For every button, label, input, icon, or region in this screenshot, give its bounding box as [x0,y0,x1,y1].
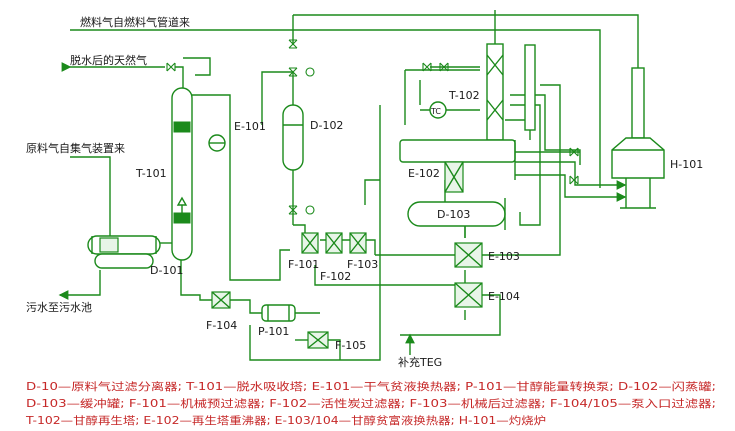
valve-fuel-a [569,147,579,157]
overhead-vent-line [293,14,639,150]
tag-t102: T-102 [448,89,480,102]
tag-f103: F-103 [347,258,378,271]
rich-teg-to-d102 [261,71,293,125]
label-sewage-out: 污水至污水池 [26,301,92,314]
d101-filter-element [99,237,119,253]
tag-p101: P-101 [258,325,289,338]
f102-x [325,232,343,254]
valve-d102-out [288,205,298,215]
h101-incinerator [611,67,665,209]
tag-d103: D-103 [437,208,470,221]
e104-exchanger [454,282,483,308]
f105-filter [307,331,329,349]
d101-body [87,235,161,255]
tag-f102: F-102 [320,270,351,283]
label-fuel-gas-in: 燃料气自燃料气管道来 [80,15,190,29]
t102-packing-2 [486,99,504,121]
filter-bank [301,232,367,254]
f105-loop [328,339,341,360]
tag-f101: F-101 [288,258,319,271]
tag-t101: T-101 [135,167,167,180]
e104-out [400,294,501,336]
tag-f105: F-105 [335,339,366,352]
legend-line-2: D-103—缓冲罐; F-101—机械预过滤器; F-102—活性炭过滤器; F… [26,397,716,410]
stream-labels: 燃料气自燃料气管道来 脱水后的天然气 原料气自集气装置来 污水至污水池 补充TE… [26,15,442,369]
p101-pump [261,304,296,322]
e102-to-h101-a [515,161,627,190]
t101-packing-bottom [173,212,191,224]
filter-bypass [314,265,455,286]
valve-d102-actuator [305,67,315,77]
tag-f104: F-104 [206,319,237,332]
lean-teg-to-t101 [229,143,290,281]
f105-x [307,331,329,349]
valve-fuel-b [569,175,579,185]
t101-packing-top [173,121,191,133]
valve-t102-top [422,62,432,72]
t102-packing-1 [486,54,504,76]
dry-gas-bypass [183,57,211,76]
h101-stack [631,67,645,139]
label-dry-gas-out: 脱水后的天然气 [70,53,147,67]
h101-hood [611,137,665,179]
e103-x [454,242,483,268]
e102-firebox-x [444,161,464,193]
tag-d101: D-101 [150,264,183,277]
tag-d102: D-102 [310,119,343,132]
tc-circle [429,101,447,119]
t101-absorber [171,87,193,261]
tc-controller [429,101,447,119]
f104-x [211,291,231,309]
tag-e103: E-103 [488,250,520,263]
valve-t102-reflux [439,62,449,72]
f103-x [349,232,367,254]
legend-line-1: D-10—原料气过滤分离器; T-101—脱水吸收塔; E-101—干气贫液换热… [26,380,716,393]
t102-regenerator [486,43,536,141]
valve-dry-gas [166,62,176,72]
d102-shell [282,104,304,171]
d101-separator [87,235,161,269]
valves [166,39,579,215]
valve-d102-in [288,67,298,77]
f104-filter [211,291,231,309]
d101-lower [94,253,154,269]
e101-exchanger [208,134,226,152]
label-feed-gas-in: 原料气自集气装置来 [26,141,125,155]
d102-flash-drum [282,104,304,171]
d103-surge-drum [407,198,506,230]
sewage-line [58,270,101,300]
label-teg-makeup: 补充TEG [398,355,442,369]
valve-flash-gas [288,39,298,49]
t102-stripper [524,44,536,131]
tag-e104: E-104 [488,290,520,303]
e104-x [454,282,483,308]
t101-shell [171,87,193,261]
e102-shell [399,139,516,163]
dry-gas-riser [175,66,184,90]
feed-gas-line [70,156,111,238]
e103-out [482,84,561,256]
legend: D-10—原料气过滤分离器; T-101—脱水吸收塔; E-101—干气贫液换热… [25,380,716,427]
tag-e101: E-101 [234,120,266,133]
fuel-gas-line [70,29,601,188]
e103-exchanger [454,242,483,268]
tag-tc: TC [430,107,441,116]
valve-d102-out-actuator [305,205,315,215]
misc-link [364,179,380,205]
f101-x [301,232,319,254]
tag-e102: E-102 [408,167,440,180]
rich-teg-out [180,260,212,301]
equipment-labels: D-101 T-101 E-101 D-102 T-102 E-102 D-10… [135,89,703,352]
teg-return-loop [249,105,381,361]
p101-body [261,304,296,322]
tag-h101: H-101 [670,158,703,171]
f104-to-p101 [230,299,262,314]
legend-line-3: T-102—甘醇再生塔; E-102—再生塔重沸器; E-103/104—甘醇贫… [25,414,546,427]
e102-reboiler [399,139,516,193]
